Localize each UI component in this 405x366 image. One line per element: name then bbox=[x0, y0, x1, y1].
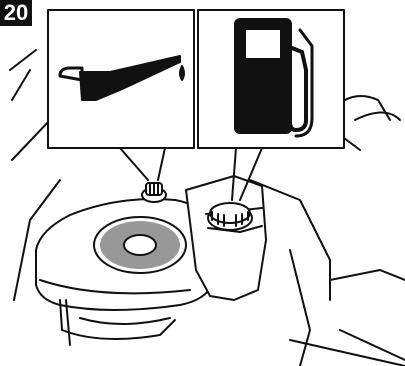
oil-callout-leader-2 bbox=[158, 148, 165, 180]
fuel-tank-cap bbox=[208, 203, 252, 230]
engine-oil-fill-cap bbox=[142, 183, 166, 202]
oil-callout-leader bbox=[120, 148, 148, 180]
engine-air-intake-screen bbox=[94, 217, 186, 273]
